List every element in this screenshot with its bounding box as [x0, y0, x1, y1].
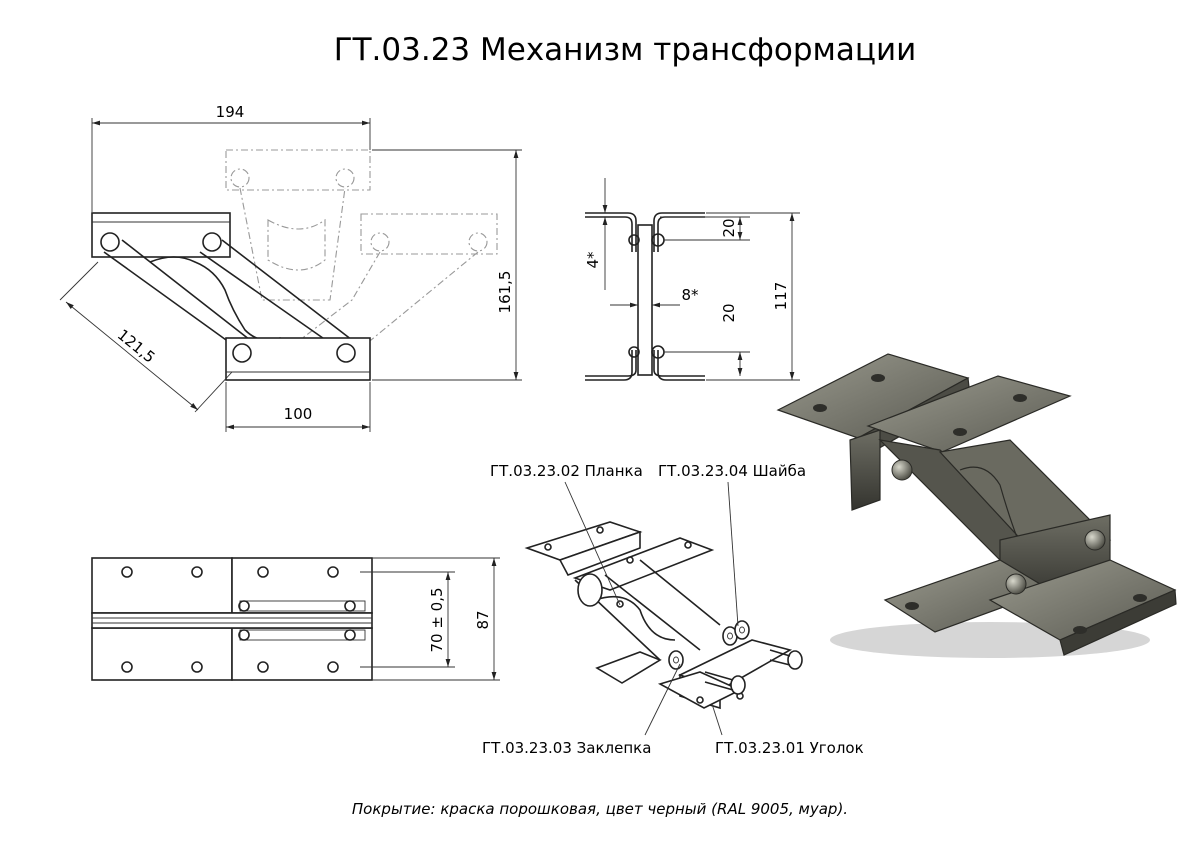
dim-hole-lower: 20 [720, 303, 738, 322]
dim-width-top: 194 [216, 103, 245, 121]
rivet-icon [100, 232, 120, 252]
rivet-icon [336, 343, 356, 363]
rivet-icon [202, 232, 222, 252]
rivet-icon [704, 671, 746, 695]
plan-view-plate [91, 557, 233, 614]
front-view: 194 161,5 121,5 100 [59, 103, 522, 432]
dim-side-height: 117 [772, 282, 790, 311]
label-part-01: ГТ.03.23.01 Уголок [715, 739, 864, 757]
side-view-link-bar [637, 224, 653, 376]
plan-view-plate [91, 627, 233, 681]
coating-note: Покрытие: краска порошковая, цвет черный… [352, 800, 848, 818]
side-view: 4* 8* 20 20 117 [584, 178, 800, 381]
dim-width-bottom: 100 [284, 405, 313, 423]
exploded-view [524, 521, 803, 710]
drawing-title: ГТ.03.23 Механизм трансформации [334, 32, 917, 68]
rivet-icon [769, 649, 803, 670]
dim-gap: 8* [681, 286, 699, 304]
part-leaders [564, 481, 739, 736]
rivet-icon [891, 459, 913, 481]
plan-view-plate [231, 627, 373, 681]
dim-plan-inner: 70 ± 0,5 [428, 587, 446, 652]
label-part-02: ГТ.03.23.02 Планка [490, 462, 643, 480]
plan-view: 70 ± 0,5 87 [91, 557, 500, 681]
rivet-icon [1005, 573, 1027, 595]
dim-hole-upper: 20 [720, 218, 738, 237]
dim-height-right: 161,5 [496, 271, 514, 314]
plan-view-link-strip [91, 612, 373, 629]
plan-view-holes [121, 566, 356, 673]
label-part-04: ГТ.03.23.04 Шайба [658, 462, 806, 480]
dim-plan-outer: 87 [474, 610, 492, 629]
dim-thickness: 4* [584, 251, 602, 269]
rivet-icon [1084, 529, 1106, 551]
front-view-link-bar [199, 239, 353, 351]
label-part-03: ГТ.03.23.03 Заклепка [482, 739, 651, 757]
front-view-link-bar [103, 239, 251, 351]
front-view-ghost-position [225, 149, 498, 346]
render-3d [776, 353, 1177, 658]
washer-icon [668, 620, 750, 670]
rivet-icon [232, 343, 252, 363]
plan-view-plate [231, 557, 373, 614]
front-view-lower-plate [225, 337, 371, 381]
